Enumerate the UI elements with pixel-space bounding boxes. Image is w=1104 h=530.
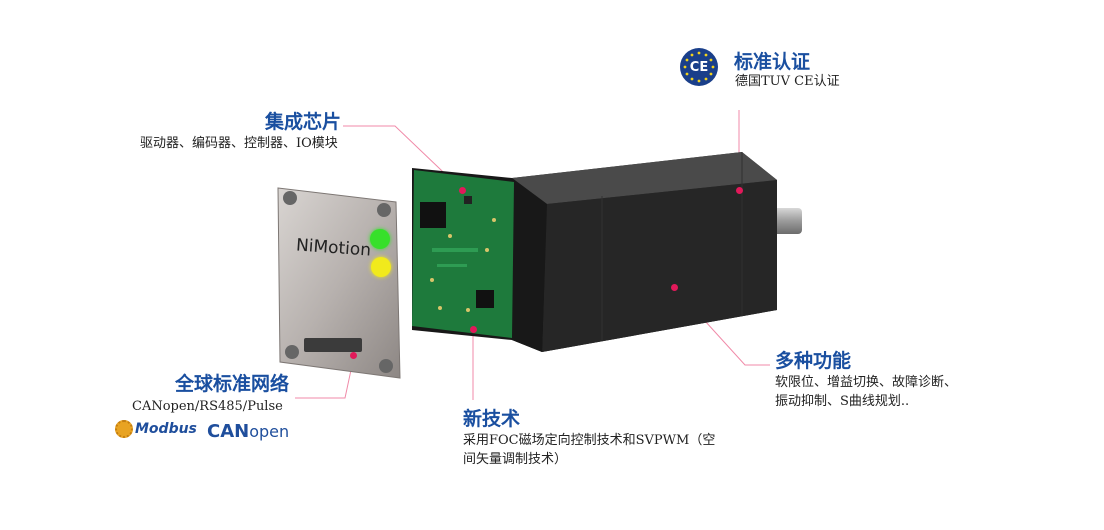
functions-pointer-dot [671,284,678,291]
functions-desc-line1: 软限位、增益切换、故障诊断、 [775,375,958,390]
modbus-logo: Modbus [115,420,197,438]
motor-drawing [277,152,802,379]
modbus-gear-icon [115,420,133,438]
canopen-logo: CANopen [207,421,289,442]
motor-illustration [272,140,812,380]
network-desc: CANopen/RS485/Pulse [132,399,283,414]
tech-pointer-dot [470,326,477,333]
ce-badge-text: CE [689,59,709,75]
tech-title: 新技术 [463,408,521,430]
network-pointer-dot [350,352,357,359]
canopen-logo-open: open [249,422,290,441]
chip-pointer-dot [459,187,466,194]
functions-title: 多种功能 [775,350,852,372]
cert-desc: 德国TUV CE认证 [735,74,840,89]
status-led-yellow [371,257,391,277]
ce-badge-icon: CE [680,48,718,86]
modbus-logo-text: Modbus [135,421,197,437]
cert-pointer-dot [736,187,743,194]
canopen-logo-can: CAN [207,421,250,442]
status-led-green [370,229,390,249]
chip-pointer-line [343,125,463,191]
tech-desc-line1: 采用FOC磁场定向控制技术和SVPWM（空 [463,433,716,448]
chip-desc: 驱动器、编码器、控制器、IO模块 [140,136,338,151]
tech-desc-line2: 间矢量调制技术） [463,452,568,467]
cert-title: 标准认证 [734,51,811,73]
network-title: 全球标准网络 [175,373,290,395]
chip-title: 集成芯片 [265,111,342,133]
functions-desc-line2: 振动抑制、S曲线规划.. [775,394,910,409]
